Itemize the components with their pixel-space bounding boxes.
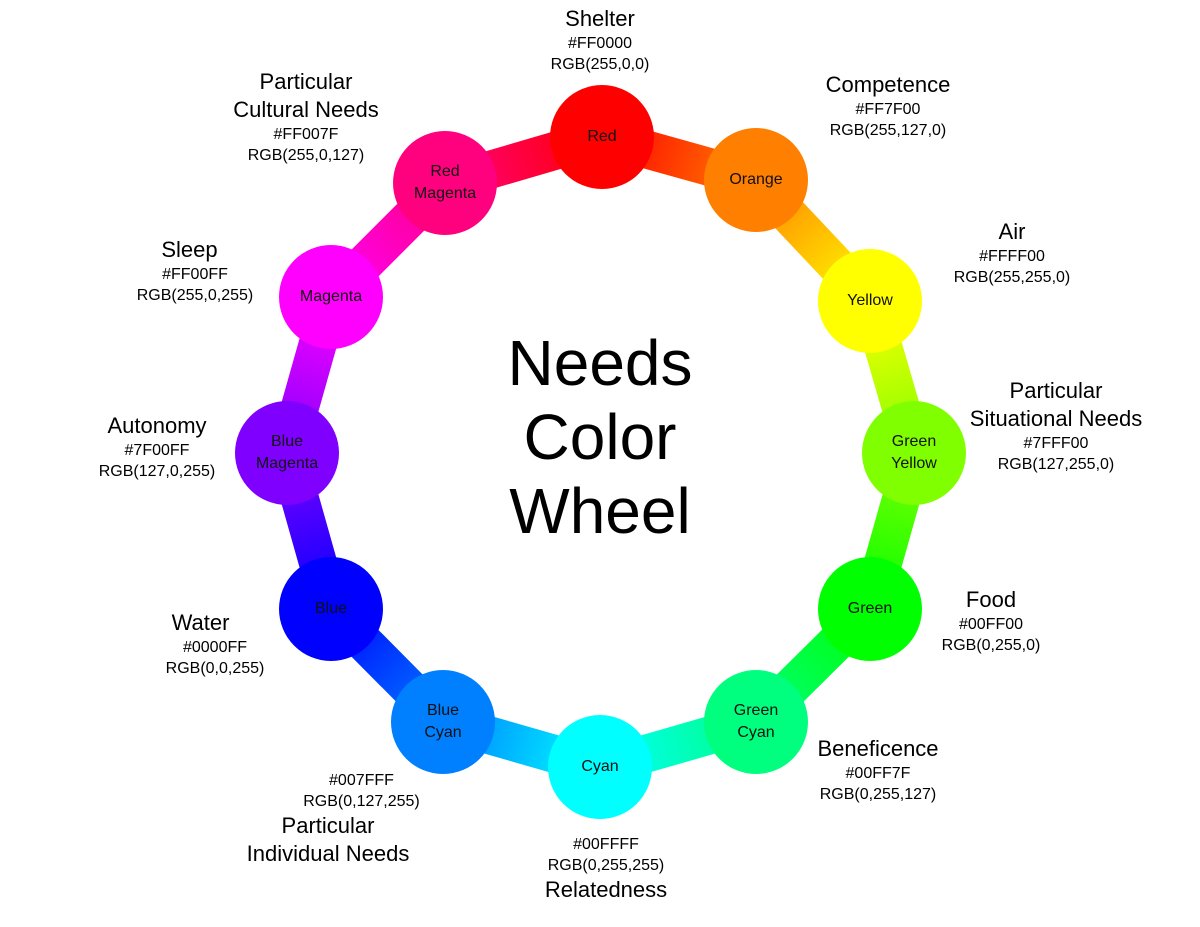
- rgb-code: RGB(0,0,255): [165, 660, 265, 677]
- hex-code: #FF7F00: [855, 101, 921, 118]
- rgb-code: RGB(255,0,255): [136, 287, 254, 304]
- node-label: Orange: [729, 171, 783, 188]
- node-blue: Blue: [279, 557, 383, 661]
- rgb-code: RGB(127,255,0): [997, 456, 1115, 473]
- hex-code: #FF007F: [273, 126, 339, 143]
- hex-code: #007FFF: [329, 772, 394, 789]
- need-name: Sleep: [161, 237, 218, 262]
- hex-code: #FF00FF: [162, 266, 228, 283]
- need-name: Relatedness: [544, 877, 668, 902]
- node-blue-magenta: Blue Magenta: [235, 401, 339, 505]
- rgb-code: RGB(255,127,0): [829, 122, 947, 139]
- node-label: Green: [847, 600, 893, 617]
- label-shelter: Shelter #FF0000 RGB(255,0,0): [500, 5, 700, 75]
- need-name: Autonomy: [107, 413, 207, 438]
- node-label: Yellow: [847, 292, 893, 309]
- node-magenta: Magenta: [279, 245, 383, 349]
- rgb-code: RGB(255,255,0): [953, 269, 1071, 286]
- node-label: Blue: [314, 600, 348, 617]
- node-green-yellow: Green Yellow: [862, 401, 966, 505]
- node-label: Red Magenta: [413, 163, 477, 202]
- label-particular-situational-needs: Particular Situational Needs #7FFF00 RGB…: [956, 377, 1156, 475]
- node-label: Magenta: [299, 288, 363, 305]
- label-water: Water #0000FF RGB(0,0,255): [115, 609, 315, 679]
- need-name: Food: [965, 587, 1017, 612]
- label-particular-cultural-needs: Particular Cultural Needs #FF007F RGB(25…: [206, 68, 406, 166]
- hex-code: #7FFF00: [1023, 435, 1089, 452]
- need-name: Particular Cultural Needs: [233, 69, 379, 122]
- need-name: Air: [998, 219, 1026, 244]
- need-name: Particular Individual Needs: [246, 813, 410, 866]
- hex-code: #FFFF00: [979, 248, 1045, 265]
- rgb-code: RGB(0,255,127): [819, 786, 937, 803]
- label-food: Food #00FF00 RGB(0,255,0): [891, 586, 1091, 656]
- need-name: Particular Situational Needs: [969, 378, 1143, 431]
- node-label: Cyan: [581, 758, 619, 775]
- label-beneficence: Beneficence #00FF7F RGB(0,255,127): [778, 735, 978, 805]
- node-cyan: Cyan: [548, 715, 652, 819]
- node-blue-cyan: Blue Cyan: [391, 670, 495, 774]
- hex-code: #0000FF: [182, 639, 248, 656]
- label-particular-individual-needs: #007FFF RGB(0,127,255) Particular Indivi…: [228, 770, 428, 868]
- rgb-code: RGB(0,255,255): [547, 857, 665, 874]
- need-name: Shelter: [565, 6, 635, 31]
- need-name: Beneficence: [817, 736, 939, 761]
- hex-code: #00FF7F: [845, 765, 911, 782]
- rgb-code: RGB(0,127,255): [303, 793, 420, 810]
- node-label: Green Yellow: [891, 433, 937, 472]
- node-green: Green: [818, 557, 922, 661]
- hex-code: #00FF00: [958, 616, 1024, 633]
- hex-code: #FF0000: [567, 35, 633, 52]
- node-orange: Orange: [704, 128, 808, 232]
- label-relatedness: #00FFFF RGB(0,255,255) Relatedness: [506, 834, 706, 904]
- label-autonomy: Autonomy #7F00FF RGB(127,0,255): [57, 412, 257, 482]
- label-competence: Competence #FF7F00 RGB(255,127,0): [788, 71, 988, 141]
- node-label: Blue Cyan: [424, 702, 462, 741]
- node-red: Red: [550, 85, 654, 189]
- node-red-magenta: Red Magenta: [393, 131, 497, 235]
- node-label: Green Cyan: [733, 702, 779, 741]
- hex-code: #00FFFF: [573, 836, 639, 853]
- need-name: Competence: [825, 72, 951, 97]
- rgb-code: RGB(127,0,255): [98, 463, 216, 480]
- rgb-code: RGB(255,0,127): [247, 147, 365, 164]
- node-label: Blue Magenta: [255, 433, 319, 472]
- rgb-code: RGB(255,0,0): [550, 56, 650, 73]
- need-name: Water: [171, 610, 230, 635]
- label-air: Air #FFFF00 RGB(255,255,0): [912, 218, 1112, 288]
- wheel-title: Needs Color Wheel: [507, 327, 693, 547]
- node-green-cyan: Green Cyan: [704, 670, 808, 774]
- node-yellow: Yellow: [818, 249, 922, 353]
- label-sleep: Sleep #FF00FF RGB(255,0,255): [95, 236, 295, 306]
- rgb-code: RGB(0,255,0): [941, 637, 1041, 654]
- node-label: Red: [587, 128, 617, 145]
- hex-code: #7F00FF: [124, 442, 190, 459]
